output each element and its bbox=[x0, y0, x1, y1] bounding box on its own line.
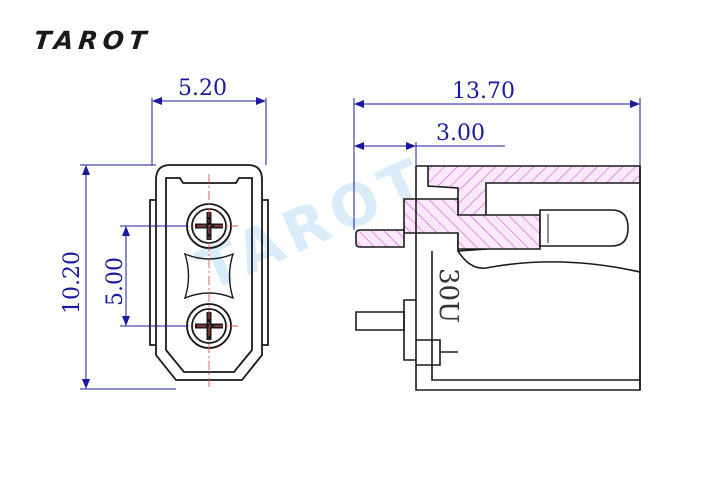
side-length-dimension bbox=[353, 98, 641, 230]
side-lower-pin bbox=[355, 311, 405, 331]
pin-offset-dimension bbox=[354, 142, 505, 166]
pin-offset-label: 3.00 bbox=[436, 121, 485, 146]
front-right-tab bbox=[262, 199, 269, 346]
front-height-dimension bbox=[80, 164, 176, 390]
side-view: 30U bbox=[355, 165, 641, 391]
pin-pitch-label: 5.00 bbox=[103, 257, 128, 306]
front-left-tab bbox=[149, 199, 156, 346]
side-pin-hatch bbox=[403, 198, 541, 250]
front-inner-cavity bbox=[165, 177, 253, 373]
front-width-dimension bbox=[151, 97, 267, 165]
front-height-label: 10.20 bbox=[60, 251, 85, 314]
front-outer-shell bbox=[155, 164, 263, 381]
pin-pitch-dimension bbox=[120, 225, 188, 327]
body-marking: 30U bbox=[433, 268, 463, 323]
side-pin-rear bbox=[539, 209, 629, 247]
side-pin-front bbox=[355, 229, 405, 248]
front-centerlines bbox=[180, 174, 238, 388]
front-width-label: 5.20 bbox=[178, 76, 227, 101]
side-length-label: 13.70 bbox=[452, 79, 515, 104]
